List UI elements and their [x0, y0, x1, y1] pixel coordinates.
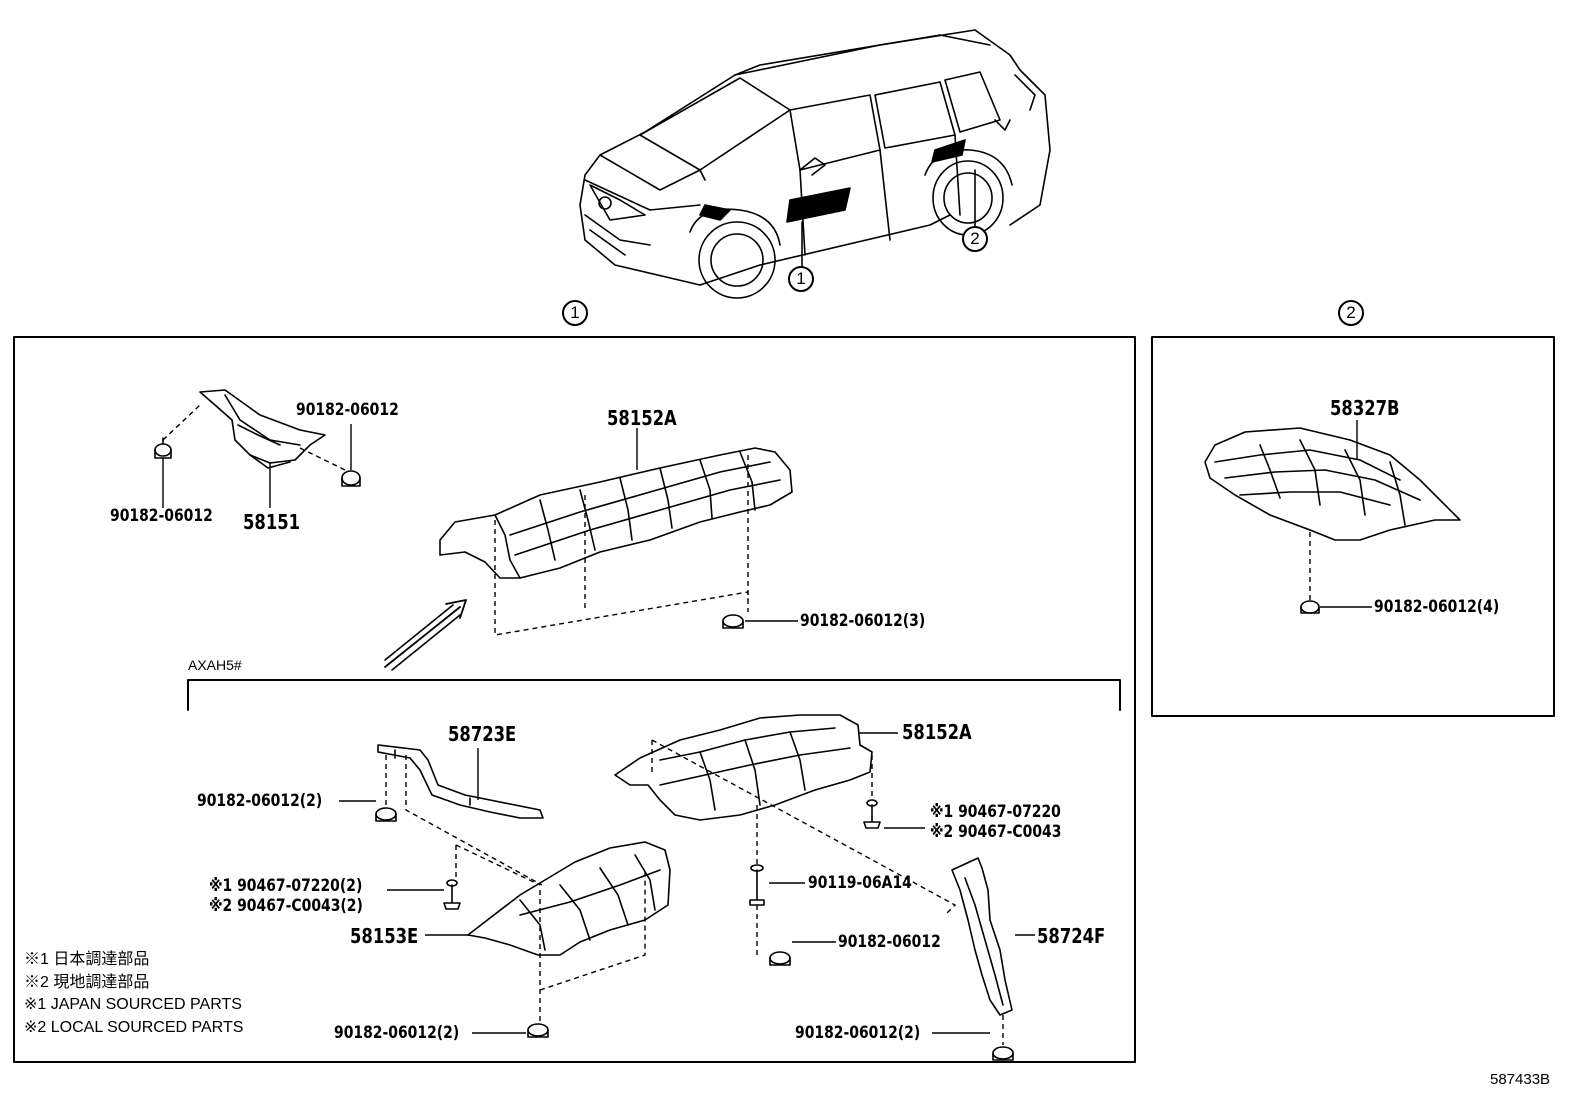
bolt-upper-drawing [863, 799, 881, 829]
part-58153E-label: 58153E [350, 924, 419, 948]
clip-3-label: 90182-06012(3) [800, 611, 926, 631]
bracket-58724F-drawing [951, 857, 1013, 1016]
clip-2-bottom-left-label: 90182-06012(2) [334, 1023, 460, 1043]
clip-58327B-drawing [1300, 600, 1320, 614]
note-local-en: ※2 LOCAL SOURCED PARTS [24, 1019, 244, 1036]
assembly-arrow [384, 599, 467, 668]
clip-58723E-drawing [375, 807, 397, 822]
bolt-a-local-label: ※2 90467-C0043 [930, 822, 1062, 842]
shield-58151-drawing [199, 389, 326, 469]
axah5-group-label: AXAH5# [188, 657, 242, 673]
bolt-b-local-label: ※2 90467-C0043(2) [209, 896, 363, 916]
panel-2-frame [1151, 336, 1555, 717]
shield-58327B-drawing [1204, 427, 1461, 541]
part-58151-label: 58151 [243, 510, 301, 534]
part-58723E-label: 58723E [448, 722, 517, 746]
bolt-lower-drawing [443, 879, 461, 910]
callout-1-vehicle: 1 [788, 266, 814, 292]
panel-1-frame [13, 336, 1136, 1063]
screw-label: 90119-06A14 [808, 873, 912, 893]
callout-1-panel-header: 1 [562, 300, 588, 326]
callout-2-panel-header: 2 [1338, 300, 1364, 326]
clip-58724F-drawing [992, 1046, 1014, 1061]
figure-id: 587433B [1490, 1071, 1551, 1088]
bolt-b-japan-label: ※1 90467-07220(2) [209, 876, 363, 896]
note-japan-jp: ※1 日本調達部品 [24, 951, 150, 968]
screw-drawing [749, 864, 765, 906]
clip-4-label: 90182-06012(4) [1374, 597, 1500, 617]
part-58152A-top-label: 58152A [607, 406, 677, 430]
part-58327B-label: 58327B [1330, 396, 1400, 420]
bracket-58723E-drawing [377, 744, 544, 819]
shield-58152A-lower-drawing [614, 714, 873, 821]
shield-58152A-main-drawing [439, 447, 793, 579]
vehicle-illustration [579, 29, 1051, 299]
shield-58153E-drawing [467, 841, 671, 956]
clip-2-left-label: 90182-06012(2) [197, 791, 323, 811]
callout-2-vehicle: 2 [962, 226, 988, 252]
clip-58151-right-drawing [341, 470, 361, 487]
axah5-bracket [187, 679, 1121, 711]
clip-58151-left-drawing [154, 437, 172, 459]
clip-2-bottom-right-label: 90182-06012(2) [795, 1023, 921, 1043]
clip-mid-drawing [769, 951, 791, 966]
clip-mid-label: 90182-06012 [838, 932, 941, 952]
part-58724F-label: 58724F [1037, 924, 1106, 948]
clip-58152A-drawing [722, 614, 744, 629]
part-58152A-lower-label: 58152A [902, 720, 972, 744]
clip-58153E-drawing [527, 1023, 549, 1038]
note-local-jp: ※2 現地調達部品 [24, 974, 150, 991]
clip-top-right-label: 90182-06012 [296, 400, 399, 420]
note-japan-en: ※1 JAPAN SOURCED PARTS [24, 996, 242, 1013]
bolt-a-japan-label: ※1 90467-07220 [930, 802, 1061, 822]
clip-top-left-label: 90182-06012 [110, 506, 213, 526]
